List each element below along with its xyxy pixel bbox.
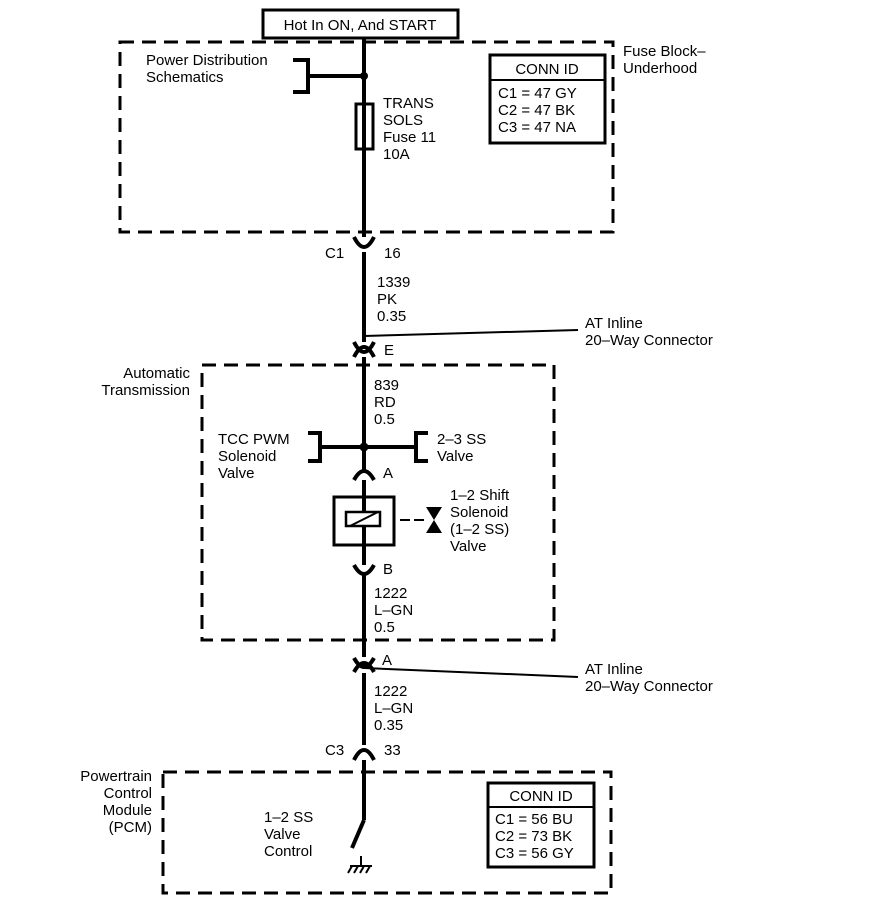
svg-text:Solenoid: Solenoid [218,448,276,465]
feed-splice-icon [360,72,368,80]
inline-connector-top-label: AT Inline 20–Way Connector [585,315,713,349]
inline-connector-top-pin: E [384,342,394,359]
wire-1222-a-label: 1222 L–GN 0.5 [374,585,413,636]
svg-text:AT Inline: AT Inline [585,315,643,332]
shift-solenoid-label: 1–2 Shift Solenoid (1–2 SS) Valve [450,487,510,555]
svg-text:L–GN: L–GN [374,700,413,717]
svg-text:Module: Module [103,802,152,819]
svg-text:20–Way Connector: 20–Way Connector [585,332,713,349]
svg-text:Valve: Valve [450,538,486,555]
svg-text:C3 = 47 NA: C3 = 47 NA [498,119,576,136]
pcm-boundary [161,770,613,895]
c1-connector-icon [352,236,376,249]
tcc-bracket [308,431,364,463]
power-distribution-bracket [293,58,364,94]
svg-text:TRANS: TRANS [383,95,434,112]
svg-text:1222: 1222 [374,683,407,700]
power-source-label: Hot In ON, And START [284,17,437,34]
transmission-boundary [200,363,556,642]
svg-text:Powertrain: Powertrain [80,768,152,785]
svg-text:C1 = 47 GY: C1 = 47 GY [498,85,577,102]
svg-text:1–2 Shift: 1–2 Shift [450,487,510,504]
c3-connector-name: C3 [325,742,344,759]
svg-text:1222: 1222 [374,585,407,602]
svg-text:AT Inline: AT Inline [585,661,643,678]
c3-connector-icon [352,748,376,761]
svg-text:CONN ID: CONN ID [509,788,573,805]
svg-text:Valve: Valve [264,826,300,843]
pcm-conn-id: CONN ID C1 = 56 BU C2 = 73 BK C3 = 56 GY [486,781,596,869]
fuse-label: TRANS SOLS Fuse 11 10A [383,95,436,163]
ground-icon [347,856,372,874]
svg-text:C1 = 56 BU: C1 = 56 BU [495,811,573,828]
fuse-block-boundary [118,40,615,234]
c3-connector-pin: 33 [384,742,401,759]
svg-text:Solenoid: Solenoid [450,504,508,521]
svg-text:TCC PWM: TCC PWM [218,431,290,448]
svg-text:Fuse Block–: Fuse Block– [623,43,706,60]
svg-text:C3 = 56 GY: C3 = 56 GY [495,845,574,862]
svg-text:C2 = 73 BK: C2 = 73 BK [495,828,572,845]
pcm-name: Powertrain Control Module (PCM) [80,768,152,836]
ss23-label: 2–3 SS Valve [437,431,486,465]
wire-839-label: 839 RD 0.5 [374,377,399,428]
power-distribution-label: Power Distribution Schematics [146,52,268,86]
solenoid-pin-a-icon [352,469,376,482]
svg-text:Automatic: Automatic [123,365,190,382]
svg-text:SOLS: SOLS [383,112,423,129]
svg-text:0.5: 0.5 [374,619,395,636]
c1-connector-pin: 16 [384,245,401,262]
inline-connector-top-icon [352,329,579,358]
svg-text:2–3 SS: 2–3 SS [437,431,486,448]
inline-connector-bottom-pin: A [382,652,392,669]
ss23-bracket [364,431,428,463]
inline-connector-bottom-icon [352,656,579,678]
wire-1222-b-label: 1222 L–GN 0.35 [374,683,413,734]
svg-text:(1–2 SS): (1–2 SS) [450,521,509,538]
svg-text:Valve: Valve [437,448,473,465]
tcc-label: TCC PWM Solenoid Valve [218,431,290,482]
svg-text:Underhood: Underhood [623,60,697,77]
svg-text:Power Distribution: Power Distribution [146,52,268,69]
solenoid-pin-a: A [383,465,393,482]
svg-text:L–GN: L–GN [374,602,413,619]
switch-icon [350,819,366,849]
svg-text:Control: Control [104,785,152,802]
svg-text:Valve: Valve [218,465,254,482]
svg-text:1339: 1339 [377,274,410,291]
svg-text:0.5: 0.5 [374,411,395,428]
svg-text:Transmission: Transmission [101,382,190,399]
wire-1339-label: 1339 PK 0.35 [377,274,410,325]
svg-text:Schematics: Schematics [146,69,224,86]
svg-text:1–2 SS: 1–2 SS [264,809,313,826]
fuse-block-conn-id: CONN ID C1 = 47 GY C2 = 47 BK C3 = 47 NA [488,53,607,145]
fuse-block-name: Fuse Block– Underhood [623,43,706,77]
solenoid-pin-b: B [383,561,393,578]
c1-connector-name: C1 [325,245,344,262]
svg-text:C2 = 47 BK: C2 = 47 BK [498,102,575,119]
transmission-name: Automatic Transmission [101,365,190,399]
svg-text:PK: PK [377,291,397,308]
svg-text:CONN ID: CONN ID [515,61,579,78]
svg-text:Fuse 11: Fuse 11 [383,129,436,146]
svg-text:20–Way Connector: 20–Way Connector [585,678,713,695]
shift-solenoid-icon [332,495,442,547]
svg-text:0.35: 0.35 [377,308,406,325]
svg-text:(PCM): (PCM) [109,819,152,836]
svg-text:0.35: 0.35 [374,717,403,734]
svg-text:839: 839 [374,377,399,394]
svg-text:RD: RD [374,394,396,411]
power-source-box [261,8,460,40]
svg-text:Control: Control [264,843,312,860]
valve-control-label: 1–2 SS Valve Control [264,809,313,860]
solenoid-pin-b-icon [352,563,376,576]
svg-text:10A: 10A [383,146,410,163]
inline-connector-bottom-label: AT Inline 20–Way Connector [585,661,713,695]
